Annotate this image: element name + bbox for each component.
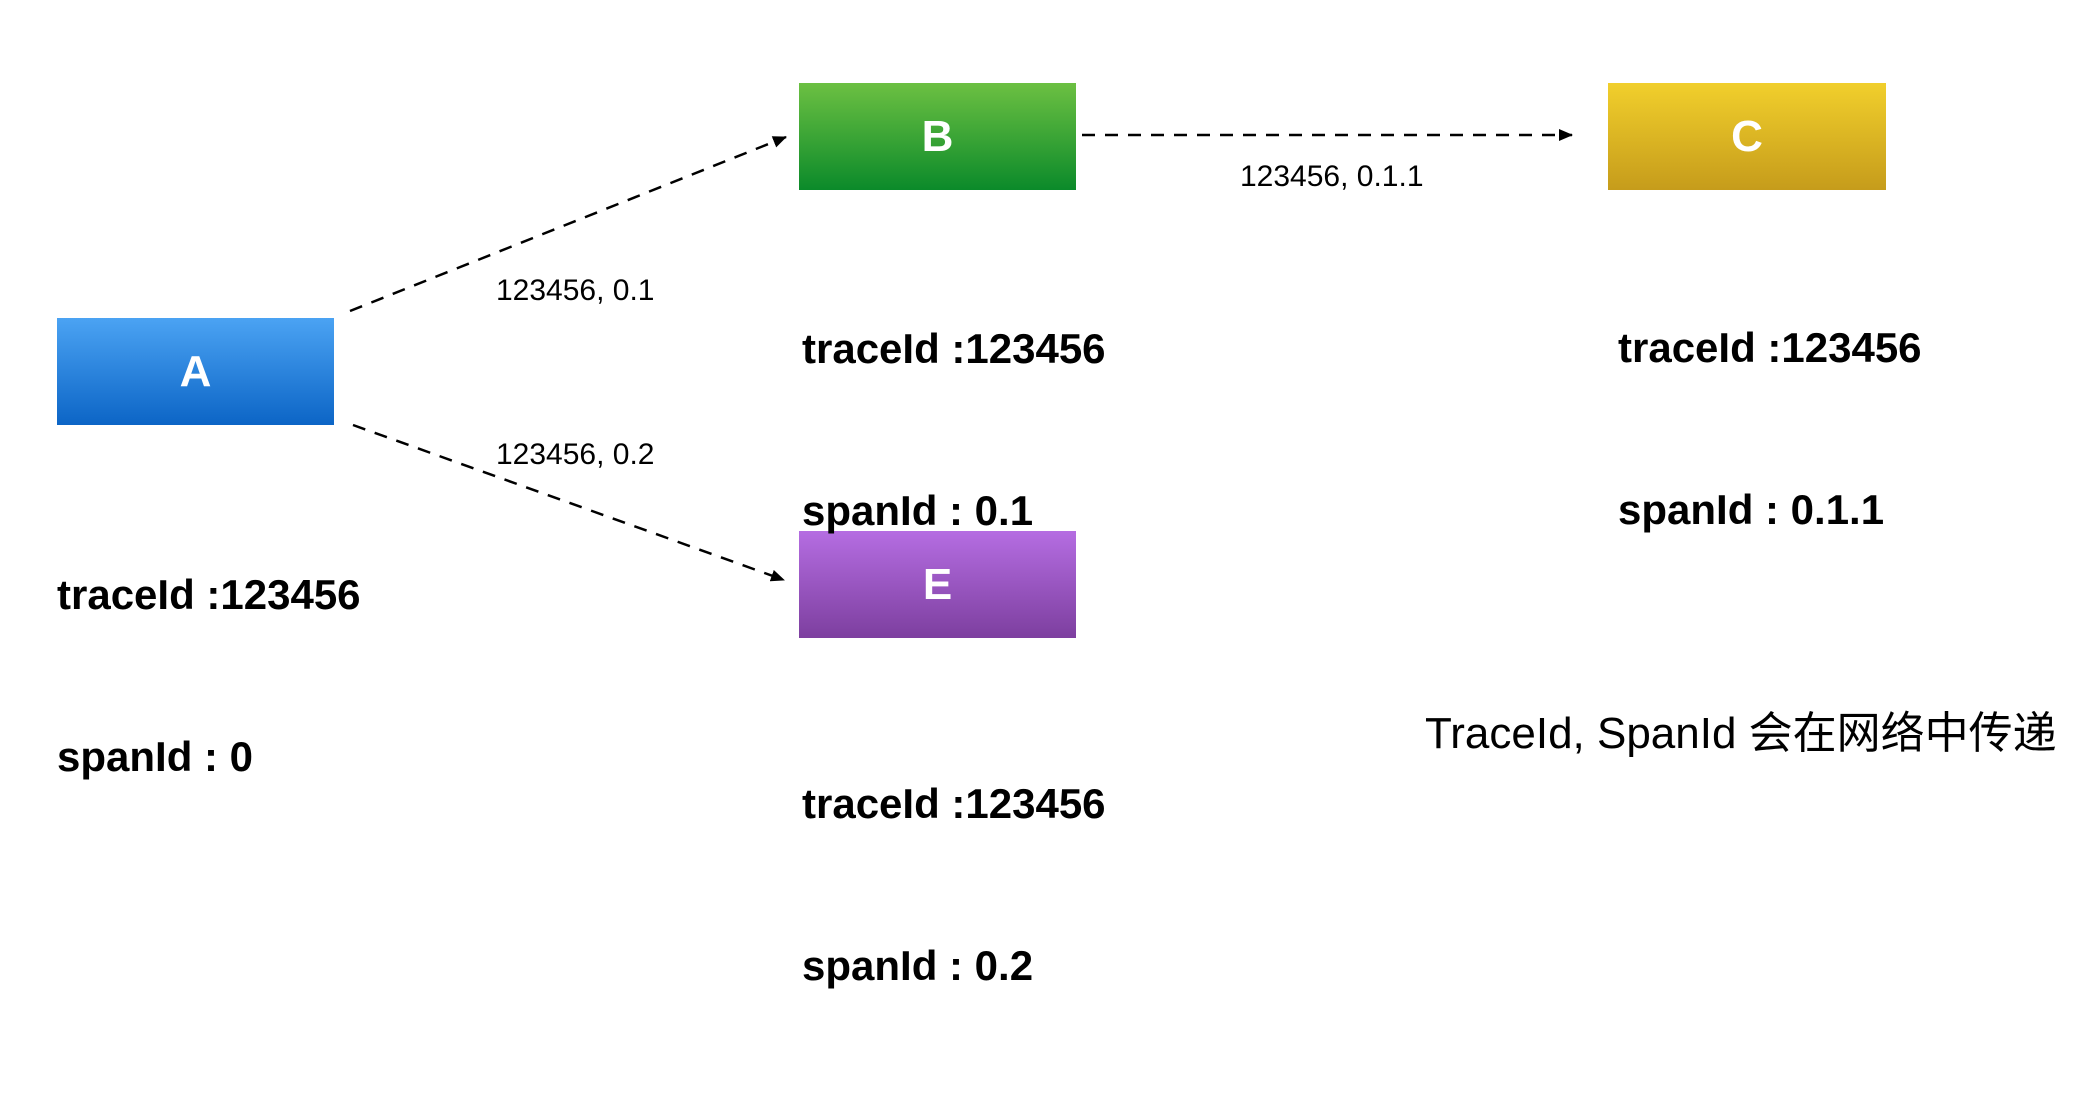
node-e-span-id: spanId : 0.2 [802,942,1034,989]
node-a-span-id: spanId : 0 [57,733,254,780]
node-b-trace-id: traceId :123456 [802,325,1106,372]
node-b-label: B [921,111,954,161]
node-b-info: traceId :123456 spanId : 0.1 [802,214,1106,646]
node-a-info: traceId :123456 spanId : 0 [57,460,361,892]
service-node-a: A [57,318,334,425]
edges-layer [349,129,1573,582]
diagram-caption: TraceId, SpanId 会在网络中传递 [1425,709,2057,758]
edge-a-b-label: 123456, 0.1 [496,274,655,307]
edge-a-e-label: 123456, 0.2 [496,438,655,471]
node-a-label: A [179,346,212,396]
node-c-info: traceId :123456 spanId : 0.1.1 [1618,213,1922,645]
service-node-c: C [1608,83,1886,190]
node-c-span-id: spanId : 0.1.1 [1618,486,1885,533]
node-c-label: C [1731,111,1763,161]
edge-a-e-arrow [352,423,785,582]
edge-b-c-label: 123456, 0.1.1 [1240,160,1424,193]
node-c-trace-id: traceId :123456 [1618,324,1922,371]
node-e-label: E [922,559,953,609]
edge-a-b-arrow [349,135,787,313]
service-node-e: E [799,531,1076,638]
node-e-info: traceId :123456 spanId : 0.2 [802,669,1106,1101]
node-e-trace-id: traceId :123456 [802,780,1106,827]
node-a-trace-id: traceId :123456 [57,571,361,618]
node-b-span-id: spanId : 0.1 [802,487,1034,534]
service-node-b: B [799,83,1076,190]
trace-diagram: A B C E traceId :123456 spanId : 0 trace… [57,83,2057,989]
